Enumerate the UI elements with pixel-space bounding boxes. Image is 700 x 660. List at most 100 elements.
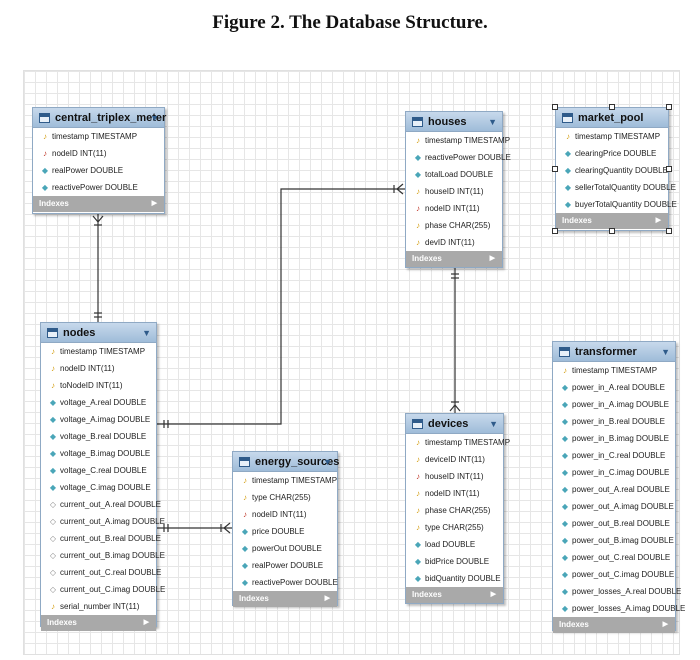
table-header[interactable]: devices ▼	[406, 414, 503, 434]
column-row[interactable]: ◆sellerTotalQuantity DOUBLE	[556, 179, 676, 196]
column-row[interactable]: ◆power_in_B.imag DOUBLE	[553, 430, 675, 447]
column-row[interactable]: ♪type CHAR(255)	[406, 519, 503, 536]
table-header[interactable]: houses ▼	[406, 112, 502, 132]
table-houses[interactable]: houses ▼ ♪timestamp TIMESTAMP◆reactivePo…	[405, 111, 511, 268]
resize-handle[interactable]	[666, 228, 672, 234]
resize-handle[interactable]	[552, 166, 558, 172]
column-row[interactable]: ◆voltage_C.real DOUBLE	[41, 462, 156, 479]
column-row[interactable]: ◆clearingQuantity DOUBLE	[556, 162, 668, 179]
table-header[interactable]: transformer ▼	[553, 342, 675, 362]
dropdown-caret-icon[interactable]: ▼	[489, 419, 498, 429]
column-row[interactable]: ♪houseID INT(11)	[406, 183, 502, 200]
column-row[interactable]: ◆voltage_B.real DOUBLE	[41, 428, 156, 445]
table-header[interactable]: market_pool	[556, 108, 668, 128]
column-row[interactable]: ◆totalLoad DOUBLE	[406, 166, 502, 183]
column-row[interactable]: ♪phase CHAR(255)	[406, 502, 503, 519]
column-row[interactable]: ♪toNodeID INT(11)	[41, 377, 156, 394]
column-row[interactable]: ◆power_out_B.real DOUBLE	[553, 515, 675, 532]
table-header[interactable]: central_triplex_meter ▼	[33, 108, 166, 128]
column-row[interactable]: ♪serial_number INT(11)	[41, 598, 156, 615]
expand-arrow-icon[interactable]: ▶	[489, 255, 495, 262]
expand-arrow-icon[interactable]: ▶	[324, 595, 330, 602]
relationship-houses-devices[interactable]	[449, 268, 461, 413]
column-row[interactable]: ◆bidPrice DOUBLE	[406, 553, 503, 570]
table-transformer[interactable]: transformer ▼ ♪timestamp TIMESTAMP◆power…	[552, 341, 685, 633]
column-row[interactable]: ◆power_out_A.real DOUBLE	[553, 481, 675, 498]
column-row[interactable]: ♪timestamp TIMESTAMP	[406, 132, 510, 149]
column-row[interactable]: ◆power_out_C.imag DOUBLE	[553, 566, 675, 583]
column-row[interactable]: ◆reactivePower DOUBLE	[233, 574, 338, 591]
table-market-pool[interactable]: market_pool ♪timestamp TIMESTAMP◆clearin…	[555, 107, 677, 231]
column-row[interactable]: ◆power_out_A.imag DOUBLE	[553, 498, 675, 515]
column-row[interactable]: ◆voltage_A.real DOUBLE	[41, 394, 156, 411]
column-row[interactable]: ◆voltage_C.imag DOUBLE	[41, 479, 156, 496]
column-row[interactable]: ♪type CHAR(255)	[233, 489, 337, 506]
table-devices[interactable]: devices ▼ ♪timestamp TIMESTAMP♪deviceID …	[405, 413, 510, 604]
resize-handle[interactable]	[666, 104, 672, 110]
table-nodes[interactable]: nodes ▼ ♪timestamp TIMESTAMP♪nodeID INT(…	[40, 322, 165, 631]
column-row[interactable]: ◇current_out_A.imag DOUBLE	[41, 513, 165, 530]
column-row[interactable]: ♪nodeID INT(11)	[233, 506, 337, 523]
column-row[interactable]: ◆bidQuantity DOUBLE	[406, 570, 503, 587]
column-row[interactable]: ♪nodeID INT(11)	[406, 485, 503, 502]
column-row[interactable]: ◇current_out_A.real DOUBLE	[41, 496, 161, 513]
column-row[interactable]: ◆realPower DOUBLE	[33, 162, 164, 179]
relationship-nodes-houses[interactable]	[157, 183, 405, 428]
column-row[interactable]: ♪timestamp TIMESTAMP	[233, 472, 337, 489]
column-row[interactable]: ♪timestamp TIMESTAMP	[556, 128, 668, 145]
column-row[interactable]: ♪devID INT(11)	[406, 234, 502, 251]
column-row[interactable]: ◇current_out_C.imag DOUBLE	[41, 581, 165, 598]
column-row[interactable]: ◆voltage_A.imag DOUBLE	[41, 411, 156, 428]
table-central-triplex-meter[interactable]: central_triplex_meter ▼ ♪timestamp TIMES…	[32, 107, 166, 214]
resize-handle[interactable]	[552, 228, 558, 234]
column-row[interactable]: ◆power_in_A.imag DOUBLE	[553, 396, 675, 413]
column-row[interactable]: ◆power_out_B.imag DOUBLE	[553, 532, 675, 549]
indexes-bar[interactable]: Indexes ▶	[406, 251, 502, 267]
column-row[interactable]: ◆reactivePower DOUBLE	[406, 149, 511, 166]
column-row[interactable]: ◆power_in_C.real DOUBLE	[553, 447, 675, 464]
indexes-bar[interactable]: Indexes ▶	[553, 617, 675, 633]
column-row[interactable]: ◆power_in_A.real DOUBLE	[553, 379, 675, 396]
dropdown-caret-icon[interactable]: ▼	[142, 328, 151, 338]
relationship-nodes-energy-sources[interactable]	[157, 522, 232, 534]
resize-handle[interactable]	[609, 104, 615, 110]
column-row[interactable]: ♪timestamp TIMESTAMP	[406, 434, 510, 451]
column-row[interactable]: ◆power_losses_A.imag DOUBLE	[553, 600, 685, 617]
indexes-bar[interactable]: Indexes ▶	[33, 196, 164, 212]
indexes-bar[interactable]: Indexes ▶	[233, 591, 337, 607]
column-row[interactable]: ◆power_in_B.real DOUBLE	[553, 413, 675, 430]
column-row[interactable]: ◆load DOUBLE	[406, 536, 503, 553]
column-row[interactable]: ♪nodeID INT(11)	[41, 360, 156, 377]
relationship-central-triplex-meter-nodes[interactable]	[92, 214, 104, 322]
column-row[interactable]: ◆buyerTotalQuantity DOUBLE	[556, 196, 677, 213]
indexes-bar[interactable]: Indexes ▶	[556, 213, 668, 229]
column-row[interactable]: ◇current_out_B.imag DOUBLE	[41, 547, 165, 564]
column-row[interactable]: ◆price DOUBLE	[233, 523, 337, 540]
expand-arrow-icon[interactable]: ▶	[655, 217, 661, 224]
resize-handle[interactable]	[666, 166, 672, 172]
expand-arrow-icon[interactable]: ▶	[143, 619, 149, 626]
indexes-bar[interactable]: Indexes ▶	[41, 615, 156, 631]
table-header[interactable]: energy_sources ▼	[233, 452, 339, 472]
column-row[interactable]: ◆realPower DOUBLE	[233, 557, 337, 574]
dropdown-caret-icon[interactable]: ▼	[323, 457, 332, 467]
table-energy-sources[interactable]: energy_sources ▼ ♪timestamp TIMESTAMP♪ty…	[232, 451, 339, 607]
column-row[interactable]: ◆reactivePower DOUBLE	[33, 179, 164, 196]
column-row[interactable]: ◆power_in_C.imag DOUBLE	[553, 464, 675, 481]
expand-arrow-icon[interactable]: ▶	[151, 200, 157, 207]
column-row[interactable]: ♪deviceID INT(11)	[406, 451, 503, 468]
column-row[interactable]: ◆power_out_C.real DOUBLE	[553, 549, 675, 566]
dropdown-caret-icon[interactable]: ▼	[661, 347, 670, 357]
resize-handle[interactable]	[609, 228, 615, 234]
column-row[interactable]: ♪timestamp TIMESTAMP	[41, 343, 156, 360]
column-row[interactable]: ◆voltage_B.imag DOUBLE	[41, 445, 156, 462]
column-row[interactable]: ♪nodeID INT(11)	[406, 200, 502, 217]
column-row[interactable]: ◆clearingPrice DOUBLE	[556, 145, 668, 162]
resize-handle[interactable]	[552, 104, 558, 110]
column-row[interactable]: ♪phase CHAR(255)	[406, 217, 502, 234]
column-row[interactable]: ♪houseID INT(11)	[406, 468, 503, 485]
column-row[interactable]: ♪nodeID INT(11)	[33, 145, 164, 162]
expand-arrow-icon[interactable]: ▶	[490, 591, 496, 598]
indexes-bar[interactable]: Indexes ▶	[406, 587, 503, 603]
dropdown-caret-icon[interactable]: ▼	[488, 117, 497, 127]
